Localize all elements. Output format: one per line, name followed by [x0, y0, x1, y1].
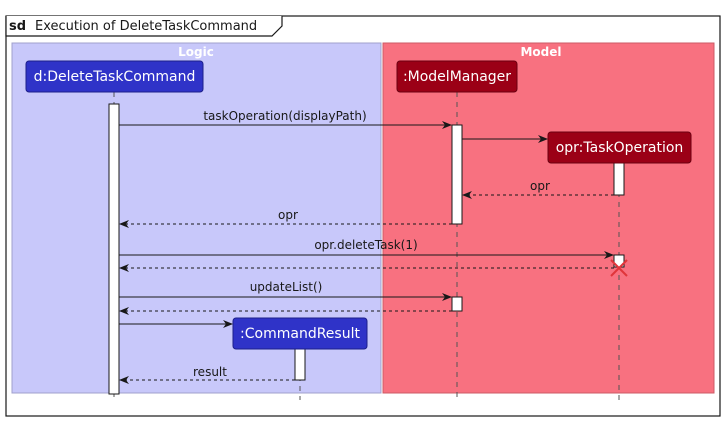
message-label: result: [193, 365, 227, 379]
sd-frame-tab: [5, 16, 283, 37]
activation-bar: [451, 296, 463, 312]
message-label: opr: [278, 208, 298, 222]
box-model-title: Model: [520, 45, 561, 59]
activation-bar: [108, 103, 120, 395]
message-label: opr: [530, 179, 550, 193]
sd-frame-title: Execution of DeleteTaskCommand: [35, 19, 257, 34]
participant-delete-task-command: [25, 60, 204, 93]
message-label: taskOperation(displayPath): [203, 109, 366, 123]
participant-model-manager-label: :ModelManager: [403, 69, 511, 85]
sd-frame: [5, 15, 721, 417]
activation-bar: [451, 124, 463, 225]
message-label: opr.deleteTask(1): [314, 238, 417, 252]
destroy-marker: [610, 259, 628, 277]
participant-command-result: [232, 317, 368, 350]
participant-model-manager: [396, 60, 518, 93]
box-model: [382, 42, 715, 394]
box-logic-title: Logic: [178, 45, 214, 59]
participant-delete-task-command-label: d:DeleteTaskCommand: [34, 69, 196, 85]
activation-bar: [294, 348, 306, 381]
participant-task-operation-label: opr:TaskOperation: [556, 140, 684, 156]
activation-bar: [613, 161, 625, 196]
participant-task-operation: [547, 131, 692, 164]
sd-frame-keyword: sd: [9, 19, 26, 34]
message-label: updateList(): [250, 280, 323, 294]
participant-command-result-label: :CommandResult: [240, 326, 360, 342]
